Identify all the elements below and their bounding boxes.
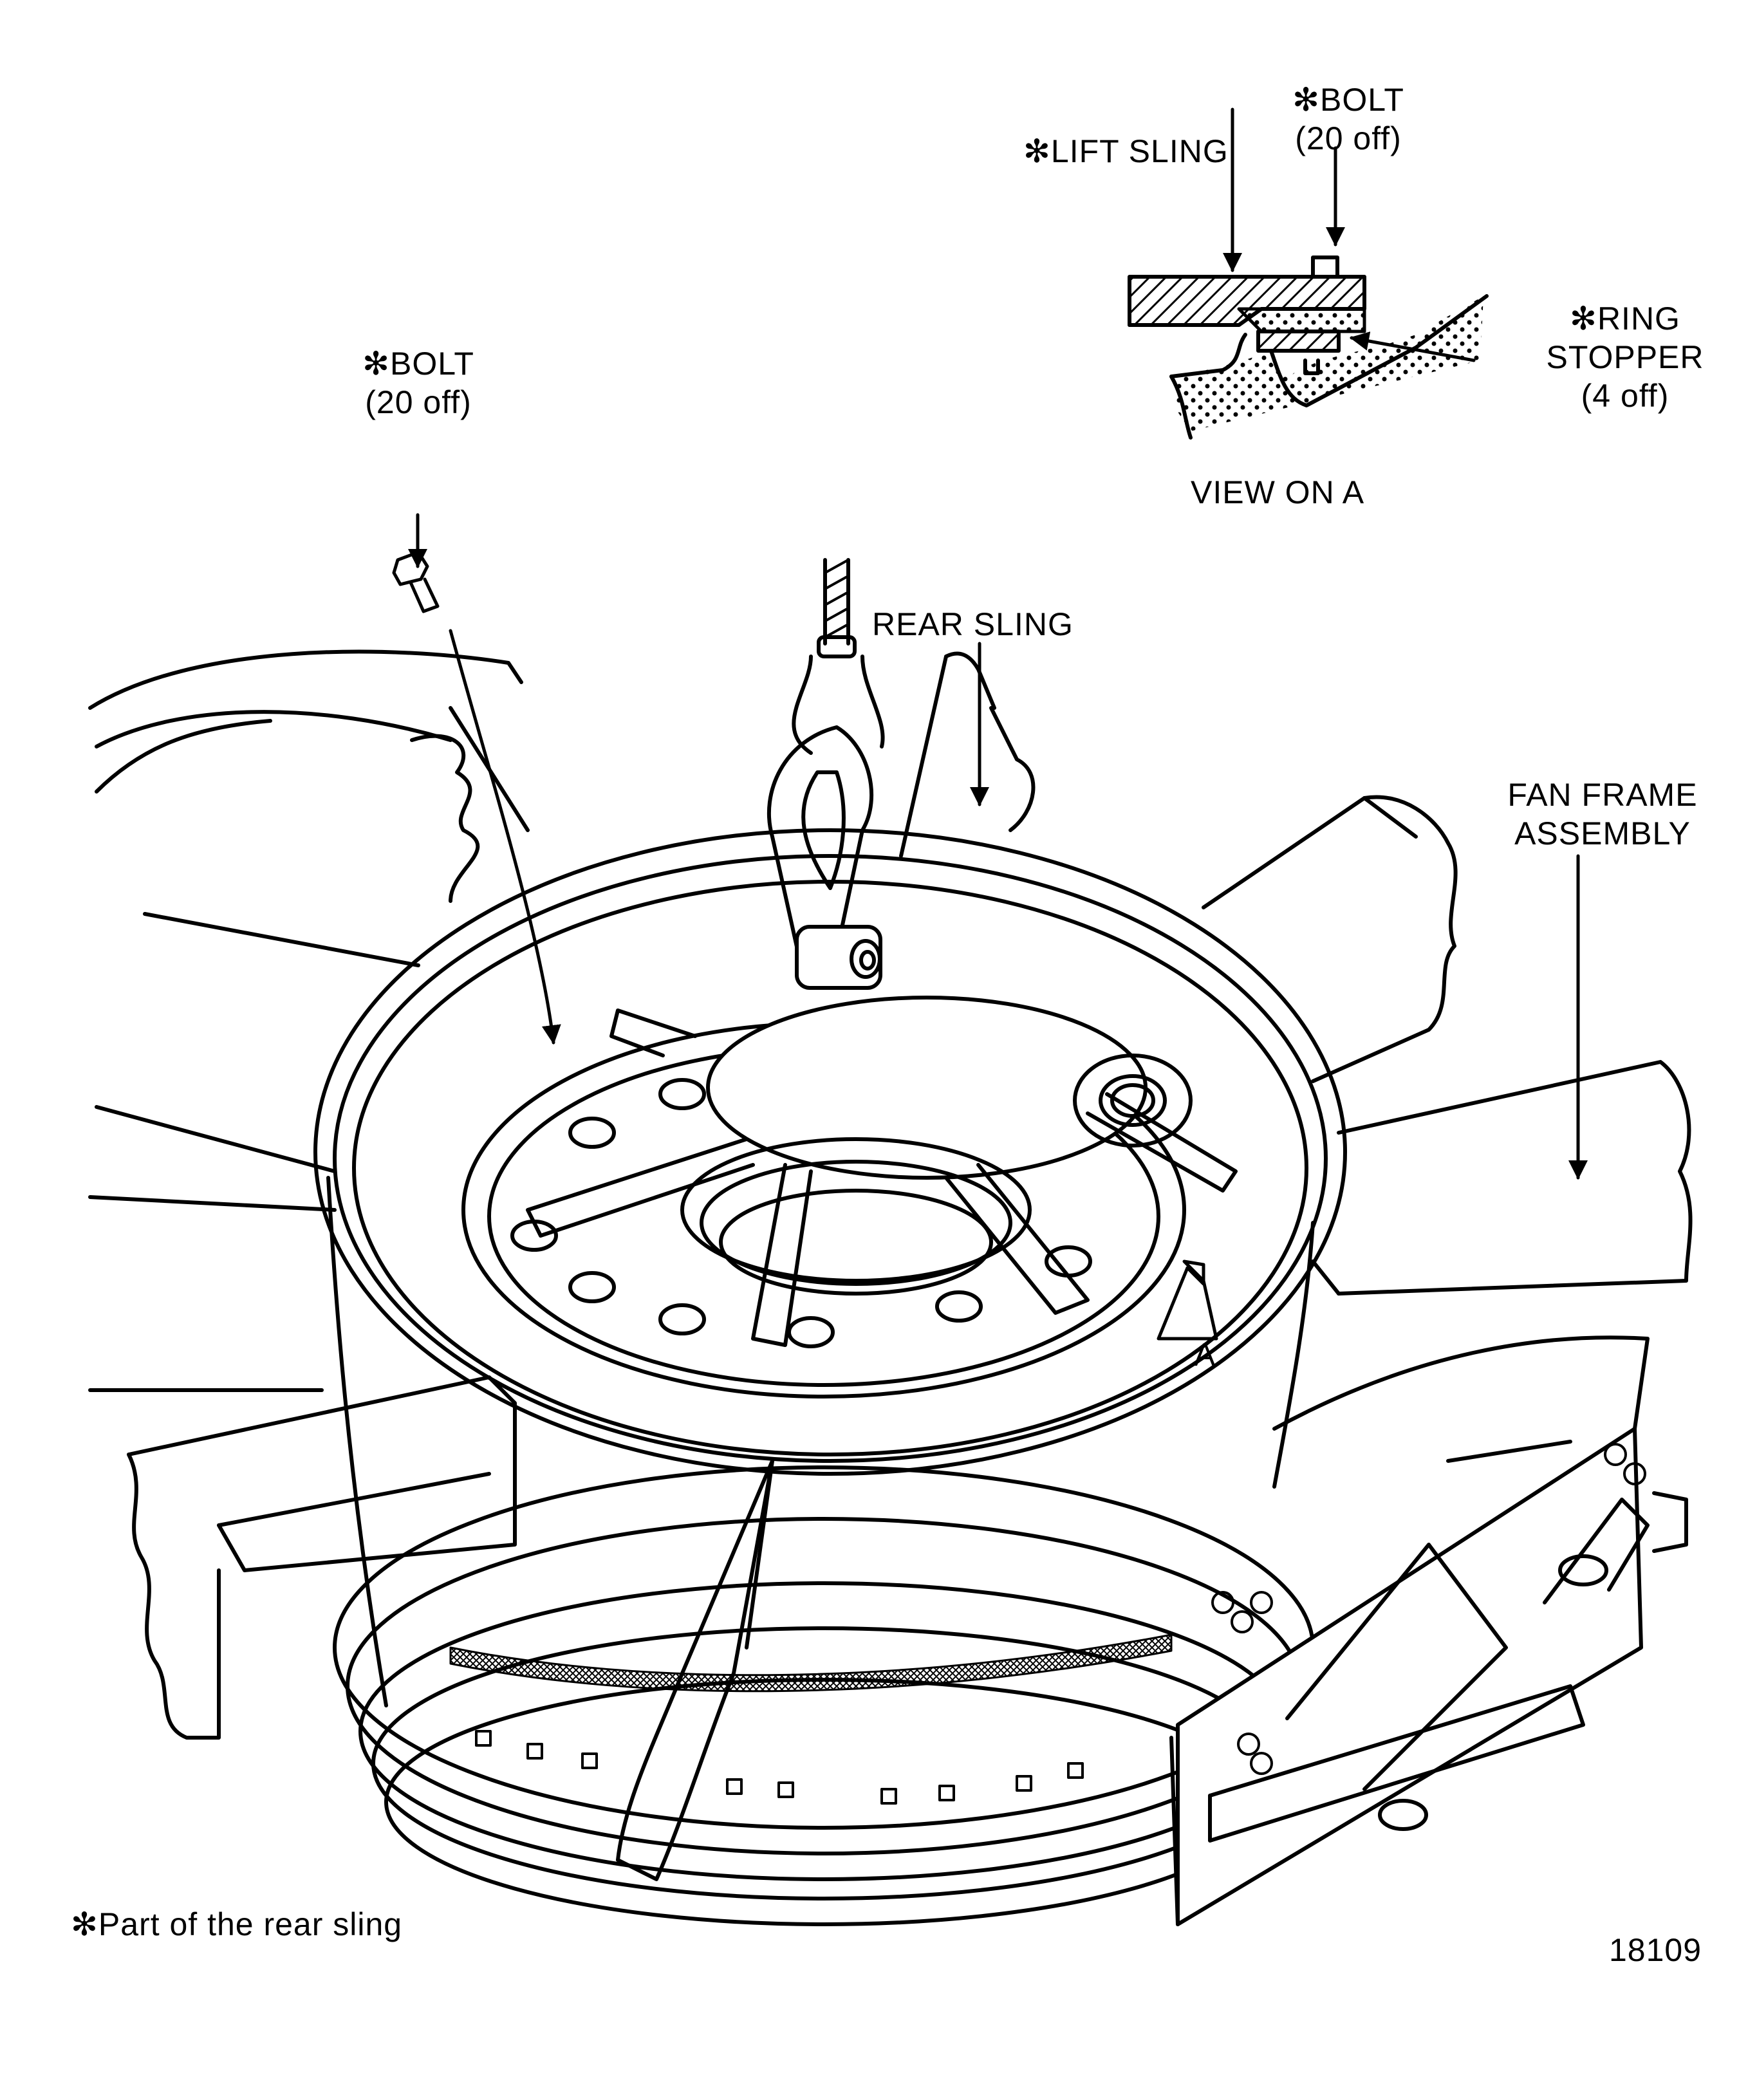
strut-left-lines: [88, 912, 420, 1392]
inset-lift-sling-label: ✻LIFT SLING: [1023, 132, 1229, 171]
inset-ring-stopper-text: STOPPER: [1546, 339, 1704, 375]
lift-shackle: [767, 725, 882, 990]
inset-ring-title: ✻RING: [1570, 301, 1680, 337]
footnote-text: ✻Part of the rear sling: [71, 1906, 403, 1942]
flange-holes: [510, 1078, 1092, 1348]
strut-front-left: [127, 1375, 517, 1740]
footnote: ✻Part of the rear sling: [71, 1905, 402, 1944]
figure-number-text: 18109: [1609, 1932, 1702, 1968]
inset-title: VIEW ON A: [1191, 473, 1364, 512]
rear-sling-arm: [899, 651, 1036, 858]
mesh-band: [449, 1633, 1173, 1693]
view-a-marker: A: [1194, 1335, 1216, 1374]
inset-ring-stopper-label: ✻RING STOPPER (4 off): [1532, 299, 1718, 415]
inset-view-a: [1128, 107, 1489, 440]
view-a-arrow: [1157, 1259, 1218, 1341]
lift-disc-plate: [706, 996, 1148, 1180]
inset-bolt-qty: (20 off): [1295, 120, 1402, 156]
casing-outer-ring: [313, 828, 1347, 1476]
lift-cable: [792, 558, 885, 755]
bolt-callout-qty: (20 off): [365, 384, 472, 420]
lower-casing: [326, 1176, 1315, 1926]
strut-upper-right: [1202, 795, 1458, 1083]
bolt-callout: ✻BOLT (20 off): [335, 344, 502, 422]
support-bracket: [1169, 1335, 1688, 1926]
rear-sling-callout: REAR SLING: [872, 605, 1074, 644]
bolt-curve-arrow: [449, 629, 561, 1045]
strut-right: [1311, 1060, 1693, 1296]
access-port: [1073, 1054, 1193, 1148]
inset-bolt-title: ✻BOLT: [1292, 82, 1404, 118]
strut-upper-center: [410, 706, 530, 903]
bolt-callout-title: ✻BOLT: [362, 346, 474, 382]
front-guide-pin: [616, 1459, 774, 1881]
inset-ring-qty: (4 off): [1581, 378, 1669, 414]
bearing-assembly: [680, 1137, 1032, 1296]
fan-frame-label-line1: FAN FRAME: [1507, 777, 1698, 813]
rear-sling-label: REAR SLING: [872, 606, 1074, 642]
fan-frame-label-line2: ASSEMBLY: [1514, 815, 1691, 851]
bracket-nuts: [1211, 1443, 1646, 1775]
strut-upper-left: [88, 649, 523, 794]
inset-lift-sling-text: ✻LIFT SLING: [1023, 133, 1229, 169]
lower-flange-bolts: [475, 1730, 1084, 1805]
view-a-letter: A: [1194, 1337, 1216, 1373]
figure-number: 18109: [1609, 1931, 1702, 1969]
loose-bolt: [392, 550, 440, 613]
fan-frame-callout: FAN FRAME ASSEMBLY: [1474, 776, 1731, 853]
inset-bolt-label: ✻BOLT (20 off): [1271, 80, 1426, 158]
inset-title-text: VIEW ON A: [1191, 474, 1365, 510]
